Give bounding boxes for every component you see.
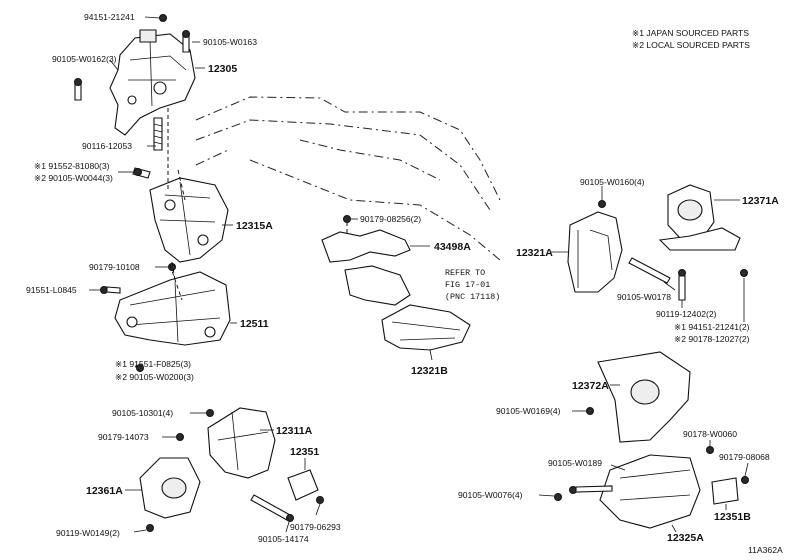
bracket-12321B: [344, 265, 471, 351]
label-12305: 12305: [208, 63, 237, 75]
label-90178-12027: ※2 90178-12027(2): [674, 334, 750, 344]
label-90105-W0160: 90105-W0160(4): [580, 177, 645, 187]
figure-code: 11A362A: [748, 545, 783, 555]
label-90178-W0060: 90178-W0060: [683, 429, 737, 439]
label-90119-12402: 90119-12402(2): [656, 309, 717, 319]
bracket-12511: [100, 271, 231, 372]
label-12311A: 12311A: [276, 425, 313, 437]
label-12321A: 12321A: [516, 247, 553, 259]
label-91551-F0825: ※1 91551-F0825(3): [115, 359, 191, 369]
bolt-group-upper: [74, 14, 190, 179]
part-labels: 94151-21241 90105-W0163 90105-W0162(3) 1…: [26, 12, 783, 555]
label-12351: 12351: [290, 446, 319, 458]
label-90179-08256: 90179-08256(2): [360, 214, 421, 224]
spacer-12351B: [711, 476, 749, 505]
label-legend-1: ※1 JAPAN SOURCED PARTS: [632, 28, 749, 38]
label-legend-2: ※2 LOCAL SOURCED PARTS: [632, 40, 750, 50]
leader-lines: [89, 16, 749, 533]
label-90105-W0163: 90105-W0163: [203, 37, 257, 47]
label-90179-14073: 90179-14073: [98, 432, 149, 442]
bracket-43498A: [321, 215, 411, 263]
label-90105-W0076: 90105-W0076(4): [458, 490, 523, 500]
label-90116-12053: 90116-12053: [82, 141, 132, 151]
label-12361A: 12361A: [86, 485, 123, 497]
label-91552-81080: ※1 91552-81080(3): [34, 161, 110, 171]
label-91551-L0845: 91551-L0845: [26, 285, 77, 295]
mount-12372A: [586, 351, 714, 454]
bracket-12305: [109, 29, 196, 151]
label-90105-14174: 90105-14174: [258, 534, 309, 544]
label-90179-10108: 90179-10108: [89, 262, 140, 272]
label-90179-08068: 90179-08068: [719, 452, 770, 462]
mount-12361A: [139, 457, 201, 532]
label-12325A: 12325A: [667, 532, 704, 544]
bracket-12321A: [567, 200, 671, 293]
refer-line3: (PNC 17118): [445, 292, 500, 302]
mount-12371A: [658, 184, 748, 301]
label-90105-W0178: 90105-W0178: [617, 292, 671, 302]
mount-12351: [287, 469, 324, 504]
label-12351B: 12351B: [714, 511, 751, 523]
label-90119-W0149: 90119-W0149(2): [56, 528, 120, 538]
refer-line1: REFER TO: [445, 268, 485, 278]
label-90105-W0200: ※2 90105-W0200(3): [115, 372, 194, 382]
label-12372A: 12372A: [572, 380, 609, 392]
label-90105-W0169: 90105-W0169(4): [496, 406, 561, 416]
label-12371A: 12371A: [742, 195, 779, 207]
bracket-12325A: [554, 454, 701, 529]
bracket-12311A: [176, 407, 294, 522]
label-12315A: 12315A: [236, 220, 273, 232]
bracket-12315A: [149, 177, 229, 271]
label-94151-21241: 94151-21241: [84, 12, 135, 22]
label-90105-W0189: 90105-W0189: [548, 458, 602, 468]
label-90105-W0044: ※2 90105-W0044(3): [34, 173, 113, 183]
label-90105-10301: 90105-10301(4): [112, 408, 173, 418]
alignment-dashes: [167, 108, 186, 301]
label-94151-21241-2: ※1 94151-21241(2): [674, 322, 750, 332]
label-43498A: 43498A: [434, 241, 471, 253]
label-90179-06293: 90179-06293: [290, 522, 341, 532]
label-90105-W0162: 90105-W0162(3): [52, 54, 117, 64]
label-12321B: 12321B: [411, 365, 448, 377]
engine-ghost-outline: [195, 96, 501, 261]
refer-line2: FIG 17-01: [445, 280, 490, 290]
label-12511: 12511: [240, 318, 269, 330]
